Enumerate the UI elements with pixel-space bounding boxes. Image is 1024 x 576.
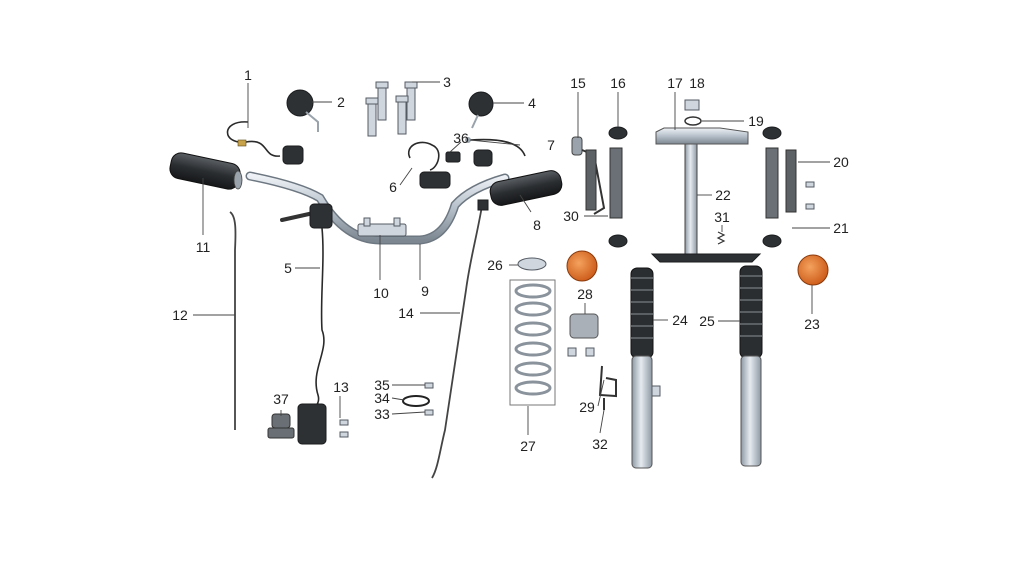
throttle-cable-part [431, 199, 489, 479]
callout-35: 35 [374, 377, 390, 393]
front-brake-master-cylinder-part [280, 203, 333, 421]
callout-12: 12 [172, 307, 188, 323]
callout-30: 30 [563, 208, 579, 224]
callout-24: 24 [672, 312, 688, 328]
callout-15: 15 [570, 75, 586, 91]
callout-9: 9 [421, 283, 429, 299]
right-switch-part [465, 137, 526, 167]
callout-21: 21 [833, 220, 849, 236]
left-headlight-bracket-part [571, 136, 623, 219]
stem-block-part [569, 313, 599, 339]
small-spring-part [716, 231, 726, 245]
front-turn-signal-left-part [566, 250, 598, 282]
right-mirror-part [468, 91, 494, 129]
small-fasteners-part [402, 382, 434, 416]
callout-16: 16 [610, 75, 626, 91]
handlebar-clamp-part [357, 217, 407, 237]
callout-26: 26 [487, 257, 503, 273]
callout-3: 3 [443, 74, 451, 90]
bolts-part [365, 81, 418, 137]
callout-labels: 1 2 3 4 5 6 7 8 9 10 11 12 13 14 15 16 1… [172, 67, 849, 454]
clutch-cable-part [229, 211, 237, 430]
left-mirror-part [286, 89, 319, 132]
callout-29: 29 [579, 399, 595, 415]
left-grip-part [169, 152, 243, 190]
callout-6: 6 [389, 179, 397, 195]
callout-31: 31 [714, 209, 730, 225]
callout-20: 20 [833, 154, 849, 170]
caliper-bolts-part [339, 419, 349, 438]
top-triple-clamp-part [655, 127, 749, 145]
front-turn-signal-right-part [797, 254, 829, 286]
callout-25: 25 [699, 313, 715, 329]
left-fork-leg-part [630, 267, 661, 469]
bracket-part [567, 347, 617, 410]
callout-4: 4 [528, 95, 536, 111]
callout-33: 33 [374, 406, 390, 422]
callout-34: 34 [374, 390, 390, 406]
callout-7: 7 [547, 137, 555, 153]
callout-11: 11 [196, 239, 211, 255]
stem-nut-part [684, 99, 702, 126]
callout-32: 32 [592, 436, 608, 452]
callout-1: 1 [244, 67, 252, 83]
leader-lines [193, 81, 830, 435]
callout-2: 2 [337, 94, 345, 110]
front-brake-switch-part [407, 141, 461, 189]
steering-bearing-set-part [509, 279, 556, 406]
steering-stem-part [650, 139, 762, 263]
callout-17: 17 [667, 75, 683, 91]
bearing-seal-part [517, 257, 547, 271]
callout-18: 18 [689, 75, 705, 91]
callout-23: 23 [804, 316, 820, 332]
callout-19: 19 [748, 113, 764, 129]
callout-13: 13 [333, 379, 349, 395]
callout-27: 27 [520, 438, 536, 454]
left-switch-assembly-part [226, 121, 304, 165]
callout-22: 22 [715, 187, 731, 203]
callout-36: 36 [453, 130, 469, 146]
brake-caliper-part [267, 403, 327, 445]
callout-37: 37 [273, 391, 289, 407]
callout-5: 5 [284, 260, 292, 276]
callout-14: 14 [398, 305, 414, 321]
callout-8: 8 [533, 217, 541, 233]
callout-10: 10 [373, 285, 389, 301]
right-grip-part [489, 170, 563, 206]
right-fork-leg-part [739, 265, 763, 467]
callout-28: 28 [577, 286, 593, 302]
right-headlight-bracket-part [765, 147, 815, 219]
